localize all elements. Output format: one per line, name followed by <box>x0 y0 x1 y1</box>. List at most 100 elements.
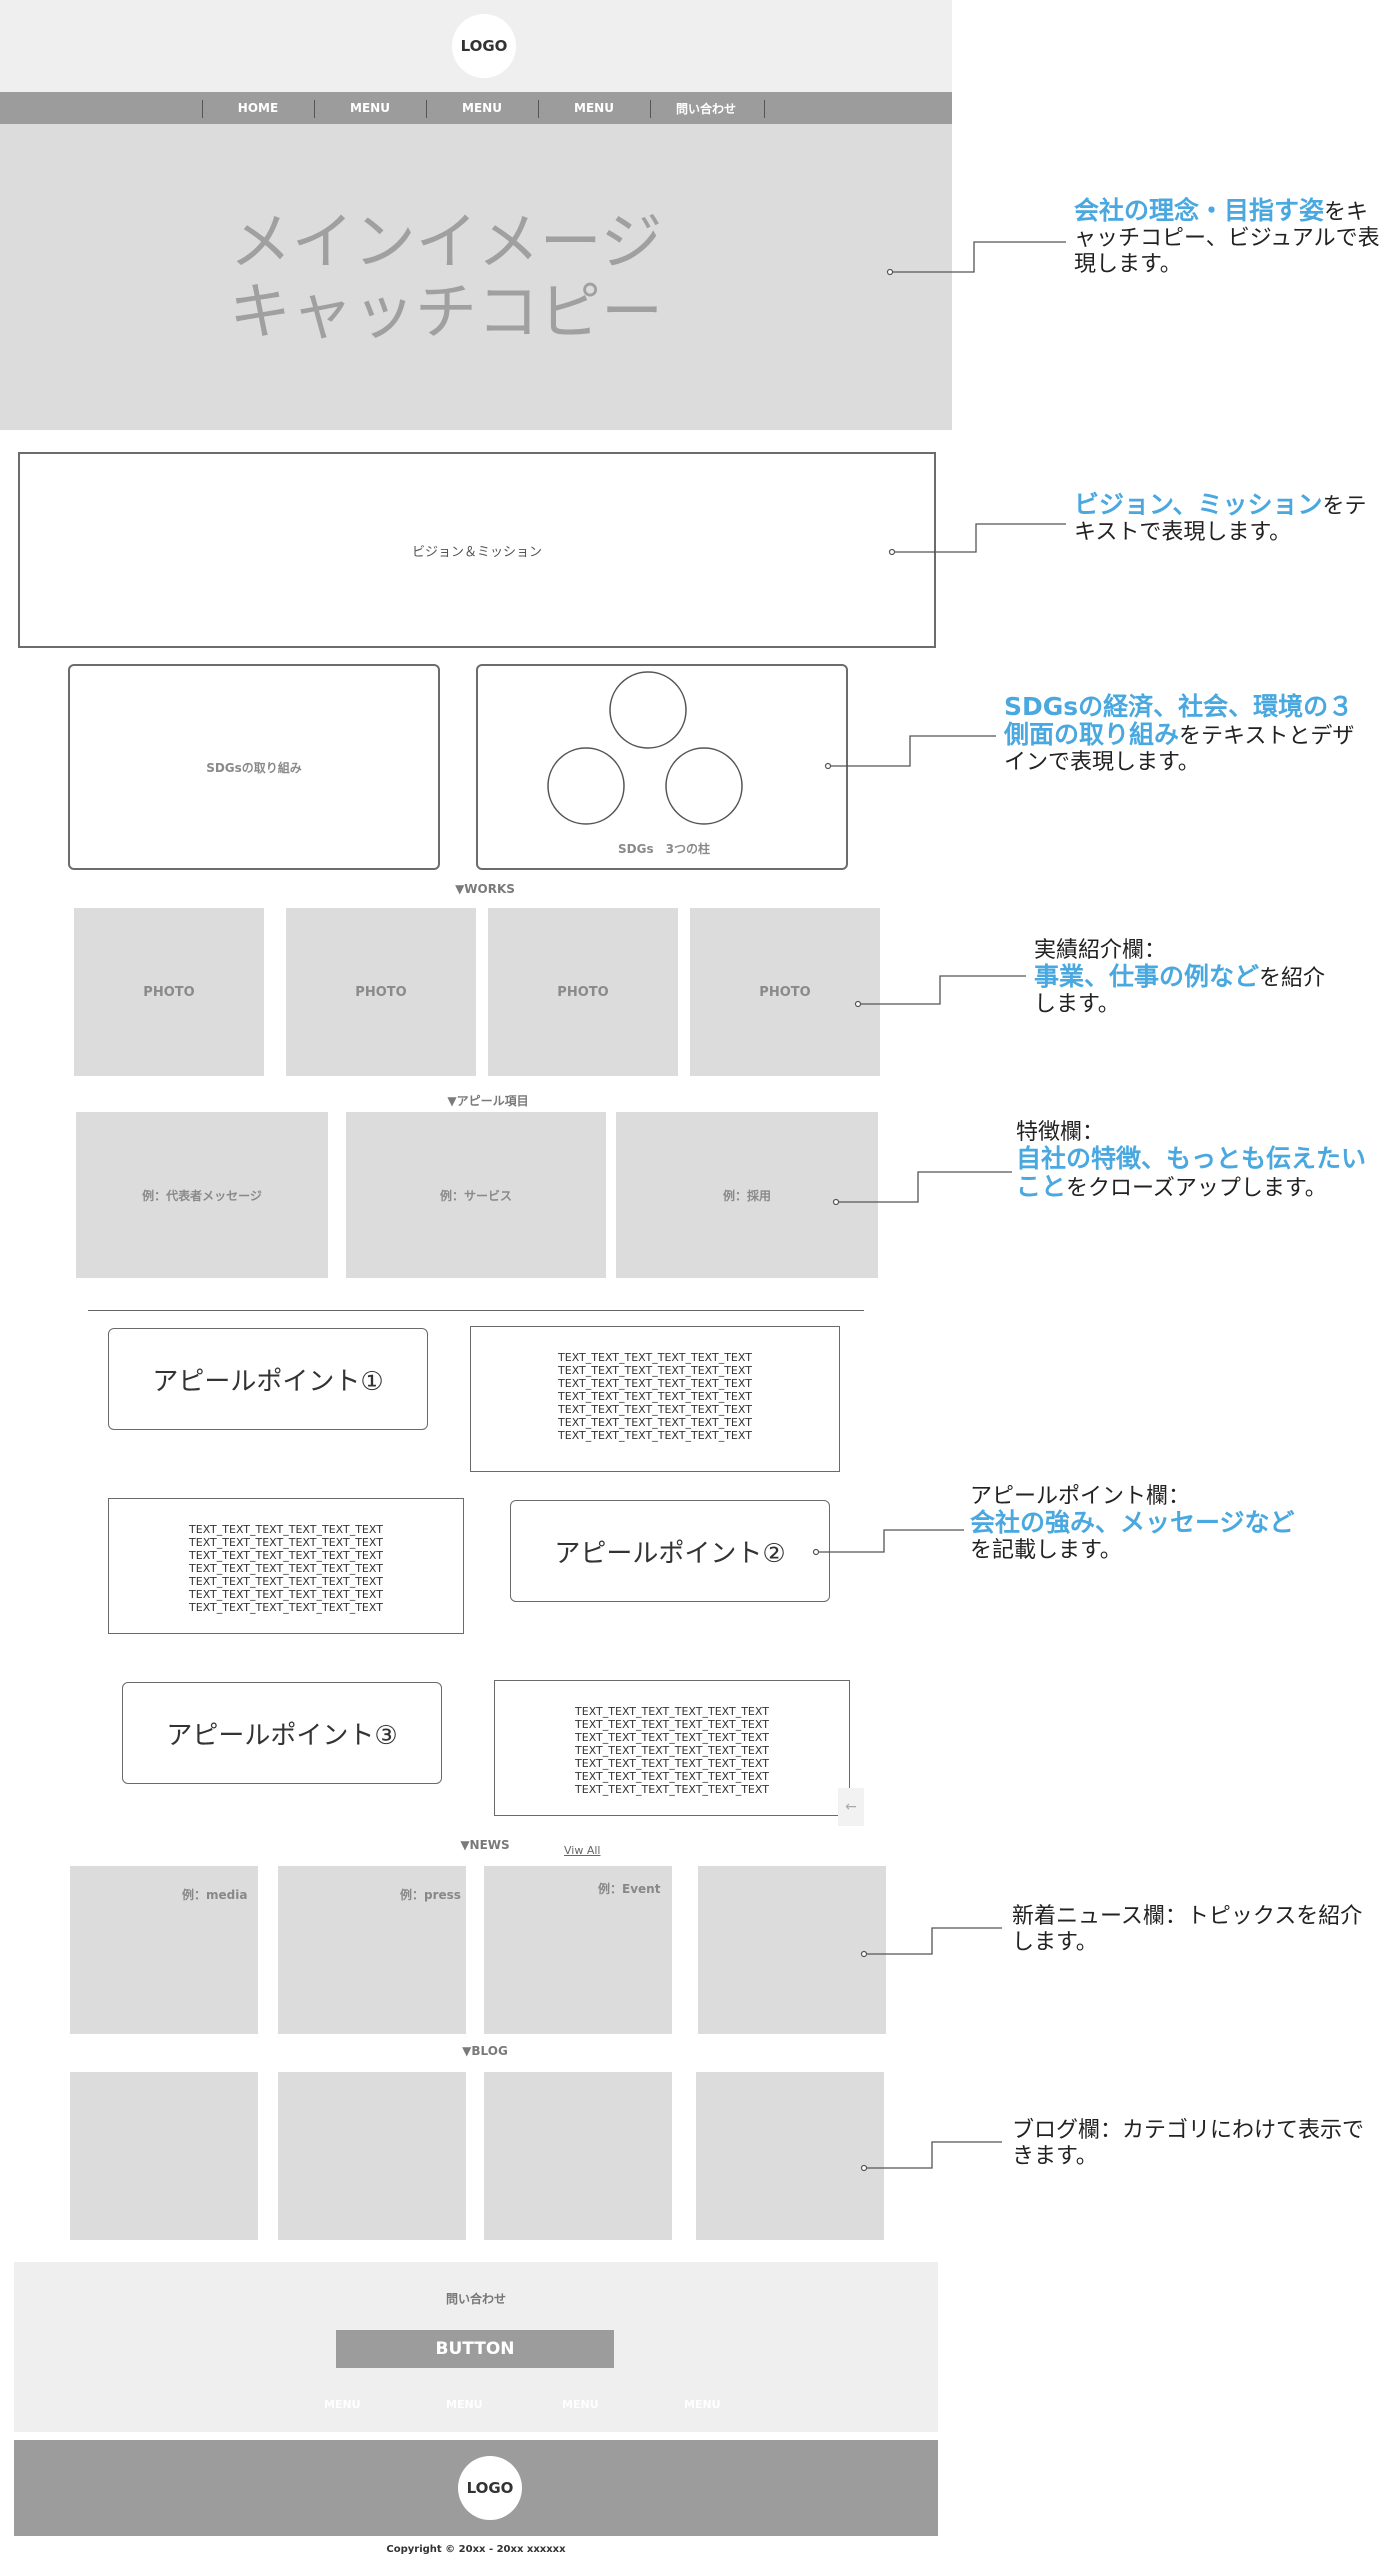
note-text: を記載します。 <box>970 1538 1122 1563</box>
news-view-all-link[interactable]: Viw All <box>564 1844 601 1857</box>
text-line: TEXT_TEXT_TEXT_TEXT_TEXT_TEXT <box>575 1770 769 1783</box>
text-line: TEXT_TEXT_TEXT_TEXT_TEXT_TEXT <box>189 1601 383 1614</box>
note-works: 実績紹介欄： 事業、仕事の例などを紹介します。 <box>1034 938 1344 1018</box>
note-text: をキャッチコピー、ビジュアルで表現します。 <box>1074 200 1380 277</box>
appeal-point-1: アピールポイント① <box>108 1328 428 1430</box>
text-line: TEXT_TEXT_TEXT_TEXT_TEXT_TEXT <box>575 1783 769 1796</box>
text-line: TEXT_TEXT_TEXT_TEXT_TEXT_TEXT <box>575 1744 769 1757</box>
text-line: TEXT_TEXT_TEXT_TEXT_TEXT_TEXT <box>189 1523 383 1536</box>
text-line: TEXT_TEXT_TEXT_TEXT_TEXT_TEXT <box>558 1416 752 1429</box>
note-blog: ブログ欄：カテゴリにわけて表示できます。 <box>1012 2118 1368 2170</box>
blog-card[interactable] <box>696 2072 884 2240</box>
news-card[interactable]: 例：Event <box>484 1866 672 2034</box>
note-text: を紹介します。 <box>1034 966 1326 1017</box>
photo-label: PHOTO <box>355 984 407 1000</box>
note-highlight: 自社の特徴、もっとも伝えたいこと <box>1016 1144 1367 1201</box>
photo-label: PHOTO <box>557 984 609 1000</box>
note-prefix: 特徴欄： <box>1016 1120 1105 1145</box>
hero-catchcopy-line2: キャッチコピー <box>228 275 663 348</box>
nav-divider <box>314 100 315 118</box>
appeal-point-1-text: TEXT_TEXT_TEXT_TEXT_TEXT_TEXT TEXT_TEXT_… <box>470 1326 840 1472</box>
works-photo[interactable]: PHOTO <box>690 908 880 1076</box>
note-text: をテキストで表現します。 <box>1074 494 1367 545</box>
blog-title: ▼BLOG <box>462 2044 508 2058</box>
text-line: TEXT_TEXT_TEXT_TEXT_TEXT_TEXT <box>189 1549 383 1562</box>
main-visual: メインイメージ キャッチコピー <box>0 124 952 430</box>
text-line: TEXT_TEXT_TEXT_TEXT_TEXT_TEXT <box>558 1429 752 1442</box>
appeal-item-card[interactable]: 例：サービス <box>346 1112 606 1278</box>
note-text: をテキストとデザインで表現します。 <box>1004 724 1355 775</box>
contact-title: 問い合わせ <box>445 2292 506 2306</box>
footer-menu-item[interactable]: MENU <box>324 2398 361 2411</box>
note-features: 特徴欄： 自社の特徴、もっとも伝えたいことをクローズアップします。 <box>1016 1120 1366 1202</box>
nav-item-menu-1[interactable]: MENU <box>350 101 390 115</box>
text-line: TEXT_TEXT_TEXT_TEXT_TEXT_TEXT <box>575 1731 769 1744</box>
news-card-label: 例：Event <box>598 1882 661 1896</box>
text-line: TEXT_TEXT_TEXT_TEXT_TEXT_TEXT <box>558 1364 752 1377</box>
section-divider <box>88 1310 864 1311</box>
contact-button[interactable]: BUTTON <box>336 2330 614 2368</box>
news-card-label: 例：press <box>400 1888 461 1902</box>
appeal-item-card[interactable]: 例：採用 <box>616 1112 878 1278</box>
scroll-back-arrow-icon[interactable]: ← <box>838 1788 864 1826</box>
main-nav: HOME MENU MENU MENU 問い合わせ <box>0 92 952 124</box>
sdgs-pillars-label: SDGs 3つの柱 <box>618 842 710 856</box>
text-line: TEXT_TEXT_TEXT_TEXT_TEXT_TEXT <box>575 1718 769 1731</box>
appeal-items-title: ▼アピール項目 <box>447 1094 529 1108</box>
news-card[interactable]: 例：media <box>70 1866 258 2034</box>
nav-item-menu-2[interactable]: MENU <box>462 101 502 115</box>
text-line: TEXT_TEXT_TEXT_TEXT_TEXT_TEXT <box>575 1757 769 1770</box>
note-prefix: 実績紹介欄： <box>1034 938 1167 963</box>
works-photo[interactable]: PHOTO <box>286 908 476 1076</box>
works-photo[interactable]: PHOTO <box>488 908 678 1076</box>
text-line: TEXT_TEXT_TEXT_TEXT_TEXT_TEXT <box>558 1351 752 1364</box>
nav-divider <box>764 100 765 118</box>
footer-menu-item[interactable]: MENU <box>562 2398 599 2411</box>
appeal-item-label: 例：代表者メッセージ <box>142 1188 262 1203</box>
news-card[interactable] <box>698 1866 886 2034</box>
photo-label: PHOTO <box>759 984 811 1000</box>
text-line: TEXT_TEXT_TEXT_TEXT_TEXT_TEXT <box>189 1536 383 1549</box>
nav-divider <box>650 100 651 118</box>
news-card-label: 例：media <box>182 1888 248 1902</box>
photo-label: PHOTO <box>143 984 195 1000</box>
sdgs-initiatives-box: SDGsの取り組み <box>68 664 440 870</box>
text-line: TEXT_TEXT_TEXT_TEXT_TEXT_TEXT <box>558 1377 752 1390</box>
appeal-item-card[interactable]: 例：代表者メッセージ <box>76 1112 328 1278</box>
appeal-point-2-text: TEXT_TEXT_TEXT_TEXT_TEXT_TEXT TEXT_TEXT_… <box>108 1498 464 1634</box>
nav-item-contact[interactable]: 問い合わせ <box>675 101 736 116</box>
note-sdgs: SDGsの経済、社会、環境の３側面の取り組みをテキストとデザインで表現します。 <box>1004 694 1370 776</box>
nav-divider <box>538 100 539 118</box>
nav-item-home[interactable]: HOME <box>237 101 279 115</box>
nav-divider <box>426 100 427 118</box>
note-highlight: 会社の理念・目指す姿 <box>1074 196 1325 225</box>
footer-logo[interactable]: LOGO <box>458 2456 522 2520</box>
works-title: ▼WORKS <box>455 882 515 896</box>
note-highlight: 会社の強み、メッセージなど <box>970 1508 1295 1537</box>
note-vision: ビジョン、ミッションをテキストで表現します。 <box>1074 492 1384 546</box>
nav-divider <box>202 100 203 118</box>
sdgs-pillars-box: SDGs 3つの柱 <box>476 664 848 870</box>
sdgs-pillars-circles <box>547 671 743 825</box>
text-line: TEXT_TEXT_TEXT_TEXT_TEXT_TEXT <box>575 1705 769 1718</box>
text-line: TEXT_TEXT_TEXT_TEXT_TEXT_TEXT <box>189 1562 383 1575</box>
note-prefix: アピールポイント欄： <box>970 1484 1191 1509</box>
text-line: TEXT_TEXT_TEXT_TEXT_TEXT_TEXT <box>189 1575 383 1588</box>
vision-mission-section: ビジョン＆ミッション <box>18 452 936 648</box>
blog-card[interactable] <box>484 2072 672 2240</box>
vision-mission-label: ビジョン＆ミッション <box>411 544 542 560</box>
text-line: TEXT_TEXT_TEXT_TEXT_TEXT_TEXT <box>558 1403 752 1416</box>
blog-card[interactable] <box>278 2072 466 2240</box>
header-logo[interactable]: LOGO <box>452 14 516 78</box>
text-line: TEXT_TEXT_TEXT_TEXT_TEXT_TEXT <box>189 1588 383 1601</box>
appeal-point-2: アピールポイント② <box>510 1500 830 1602</box>
works-photo[interactable]: PHOTO <box>74 908 264 1076</box>
footer-menu-item[interactable]: MENU <box>446 2398 483 2411</box>
nav-item-menu-3[interactable]: MENU <box>574 101 614 115</box>
footer-menu-item[interactable]: MENU <box>684 2398 721 2411</box>
appeal-item-label: 例：採用 <box>722 1188 771 1203</box>
note-main-visual: 会社の理念・目指す姿をキャッチコピー、ビジュアルで表現します。 <box>1074 198 1384 278</box>
sdgs-initiatives-label: SDGsの取り組み <box>206 760 302 775</box>
blog-card[interactable] <box>70 2072 258 2240</box>
news-card[interactable]: 例：press <box>278 1866 466 2034</box>
